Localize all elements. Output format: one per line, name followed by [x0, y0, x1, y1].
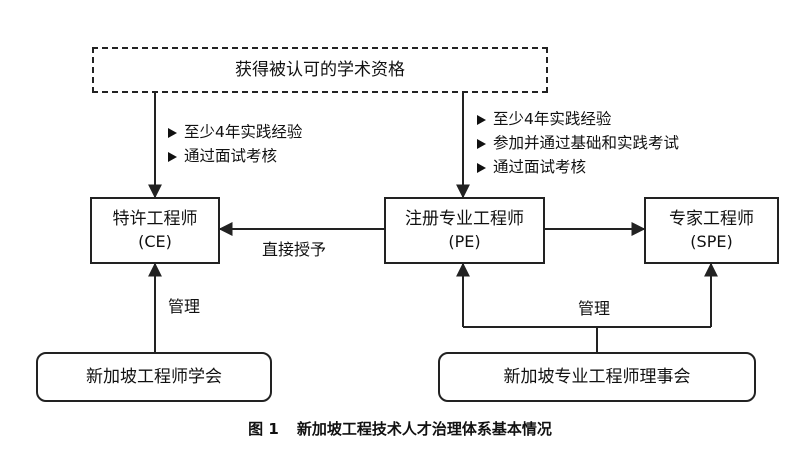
spe-box: 专家工程师 (SPE) [644, 197, 779, 264]
ies-box: 新加坡工程师学会 [36, 352, 272, 402]
peb-box: 新加坡专业工程师理事会 [438, 352, 756, 402]
qualification-box: 获得被认可的学术资格 [92, 47, 548, 93]
pe-abbr: (PE) [448, 232, 481, 252]
peb-label: 新加坡专业工程师理事会 [503, 366, 691, 387]
triangle-bullet-icon [168, 128, 177, 138]
ce-abbr: (CE) [138, 232, 172, 252]
ies-label: 新加坡工程师学会 [86, 366, 222, 387]
figure-number: 图 1 [248, 420, 279, 438]
pe-name: 注册专业工程师 [405, 209, 524, 230]
spe-abbr: (SPE) [690, 232, 733, 252]
pe-requirement-item: 通过面试考核 [477, 155, 679, 179]
spe-name: 专家工程师 [669, 209, 754, 230]
manage-left-label: 管理 [168, 297, 201, 316]
ce-requirements-list: 至少4年实践经验 通过面试考核 [168, 120, 302, 168]
ce-requirement-item: 通过面试考核 [168, 144, 302, 168]
manage-right-label: 管理 [578, 299, 611, 318]
triangle-bullet-icon [477, 163, 486, 173]
pe-requirements-list: 至少4年实践经验 参加并通过基础和实践考试 通过面试考核 [477, 107, 679, 179]
figure-title: 新加坡工程技术人才治理体系基本情况 [296, 420, 552, 438]
pe-requirement-item: 至少4年实践经验 [477, 107, 679, 131]
direct-grant-label: 直接授予 [262, 240, 327, 259]
pe-requirement-item: 参加并通过基础和实践考试 [477, 131, 679, 155]
triangle-bullet-icon [168, 152, 177, 162]
ce-name: 特许工程师 [112, 209, 198, 230]
pe-box: 注册专业工程师 (PE) [384, 197, 545, 264]
ce-box: 特许工程师 (CE) [90, 197, 220, 264]
ce-requirement-item: 至少4年实践经验 [168, 120, 302, 144]
qualification-label: 获得被认可的学术资格 [235, 59, 405, 80]
triangle-bullet-icon [477, 139, 486, 149]
triangle-bullet-icon [477, 115, 486, 125]
figure-caption: 图 1 新加坡工程技术人才治理体系基本情况 [0, 418, 800, 439]
